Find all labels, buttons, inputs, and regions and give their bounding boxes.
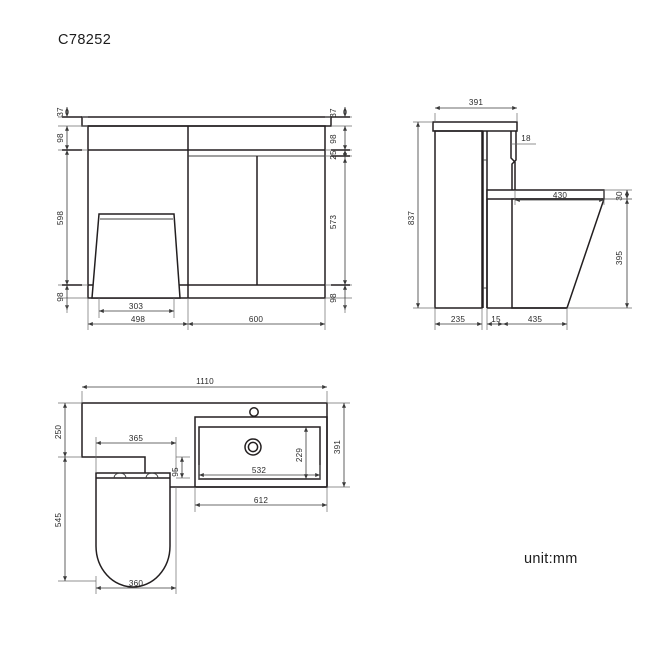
plan-basin-outer [194, 416, 328, 488]
dim-plan-overall-width: 1110 [196, 377, 214, 386]
dim-side-seat-thickness: 30 [615, 191, 624, 201]
side-toilet-pan [511, 198, 606, 309]
dim-front-right-span: 600 [249, 315, 264, 324]
side-cistern-panel-inner [511, 131, 517, 190]
dim-front-right-middle: 573 [329, 215, 338, 230]
dim-front-toilet-width: 303 [129, 302, 144, 311]
front-elevation-group: 37 98 598 98 37 98 25 [56, 107, 352, 330]
plan-toilet-bump-right [145, 472, 159, 479]
front-cabinet-body [87, 125, 326, 299]
dim-side-total-height: 837 [407, 211, 416, 226]
dim-plan-basin-inner-depth: 229 [295, 448, 304, 463]
dim-front-right-upper: 98 [329, 134, 338, 144]
dim-front-left-span: 498 [131, 315, 146, 324]
side-cabinet-body [434, 130, 483, 309]
dim-plan-top-depth: 250 [54, 425, 63, 440]
dim-side-top-depth: 391 [469, 98, 484, 107]
dim-side-pan-height: 395 [615, 251, 624, 266]
dim-plan-toilet-step: 95 [171, 467, 180, 477]
dim-side-base-cabinet: 235 [451, 315, 466, 324]
drawing-title: C78252 [58, 32, 112, 48]
plan-toilet-body [95, 472, 171, 588]
front-countertop [81, 116, 332, 127]
dim-front-right-small: 25 [329, 150, 338, 160]
plan-waste-outer [244, 438, 262, 456]
dim-plan-toilet-offset: 365 [129, 434, 144, 443]
dim-plan-toilet-width: 360 [129, 579, 144, 588]
dim-front-left-top-gap: 37 [56, 107, 65, 117]
side-elevation-group: 391 18 430 30 837 395 [407, 98, 632, 330]
dim-plan-basin-inner-width: 532 [252, 466, 267, 475]
plan-toilet-bump-left [113, 472, 127, 479]
dim-front-left-upper: 98 [56, 133, 65, 143]
plan-waste-inner [247, 441, 259, 453]
dim-front-left-lower: 98 [56, 292, 65, 302]
side-countertop [432, 121, 518, 132]
dim-front-left-middle: 598 [56, 211, 65, 226]
dim-side-base-pan: 435 [528, 315, 543, 324]
side-cistern-panel [510, 131, 516, 190]
dim-front-right-top-gap: 37 [329, 108, 338, 118]
plan-basin-inner [198, 426, 321, 480]
dim-side-seat-length: 430 [553, 191, 568, 200]
dim-side-panel-thickness: 18 [521, 134, 531, 143]
dim-plan-lower-depth: 545 [54, 513, 63, 528]
front-toilet-body [91, 213, 181, 299]
plan-view-group: 1110 250 545 365 95 360 [54, 377, 350, 594]
dim-side-base-gap: 15 [491, 315, 501, 324]
plan-tap-hole [249, 407, 259, 417]
dim-plan-basin-outer-depth: 391 [333, 440, 342, 455]
side-toilet-top [486, 189, 605, 200]
dim-plan-basin-outer-width: 612 [254, 496, 269, 505]
dim-front-right-lower: 98 [329, 293, 338, 303]
unit-note: unit:mm [524, 551, 578, 567]
